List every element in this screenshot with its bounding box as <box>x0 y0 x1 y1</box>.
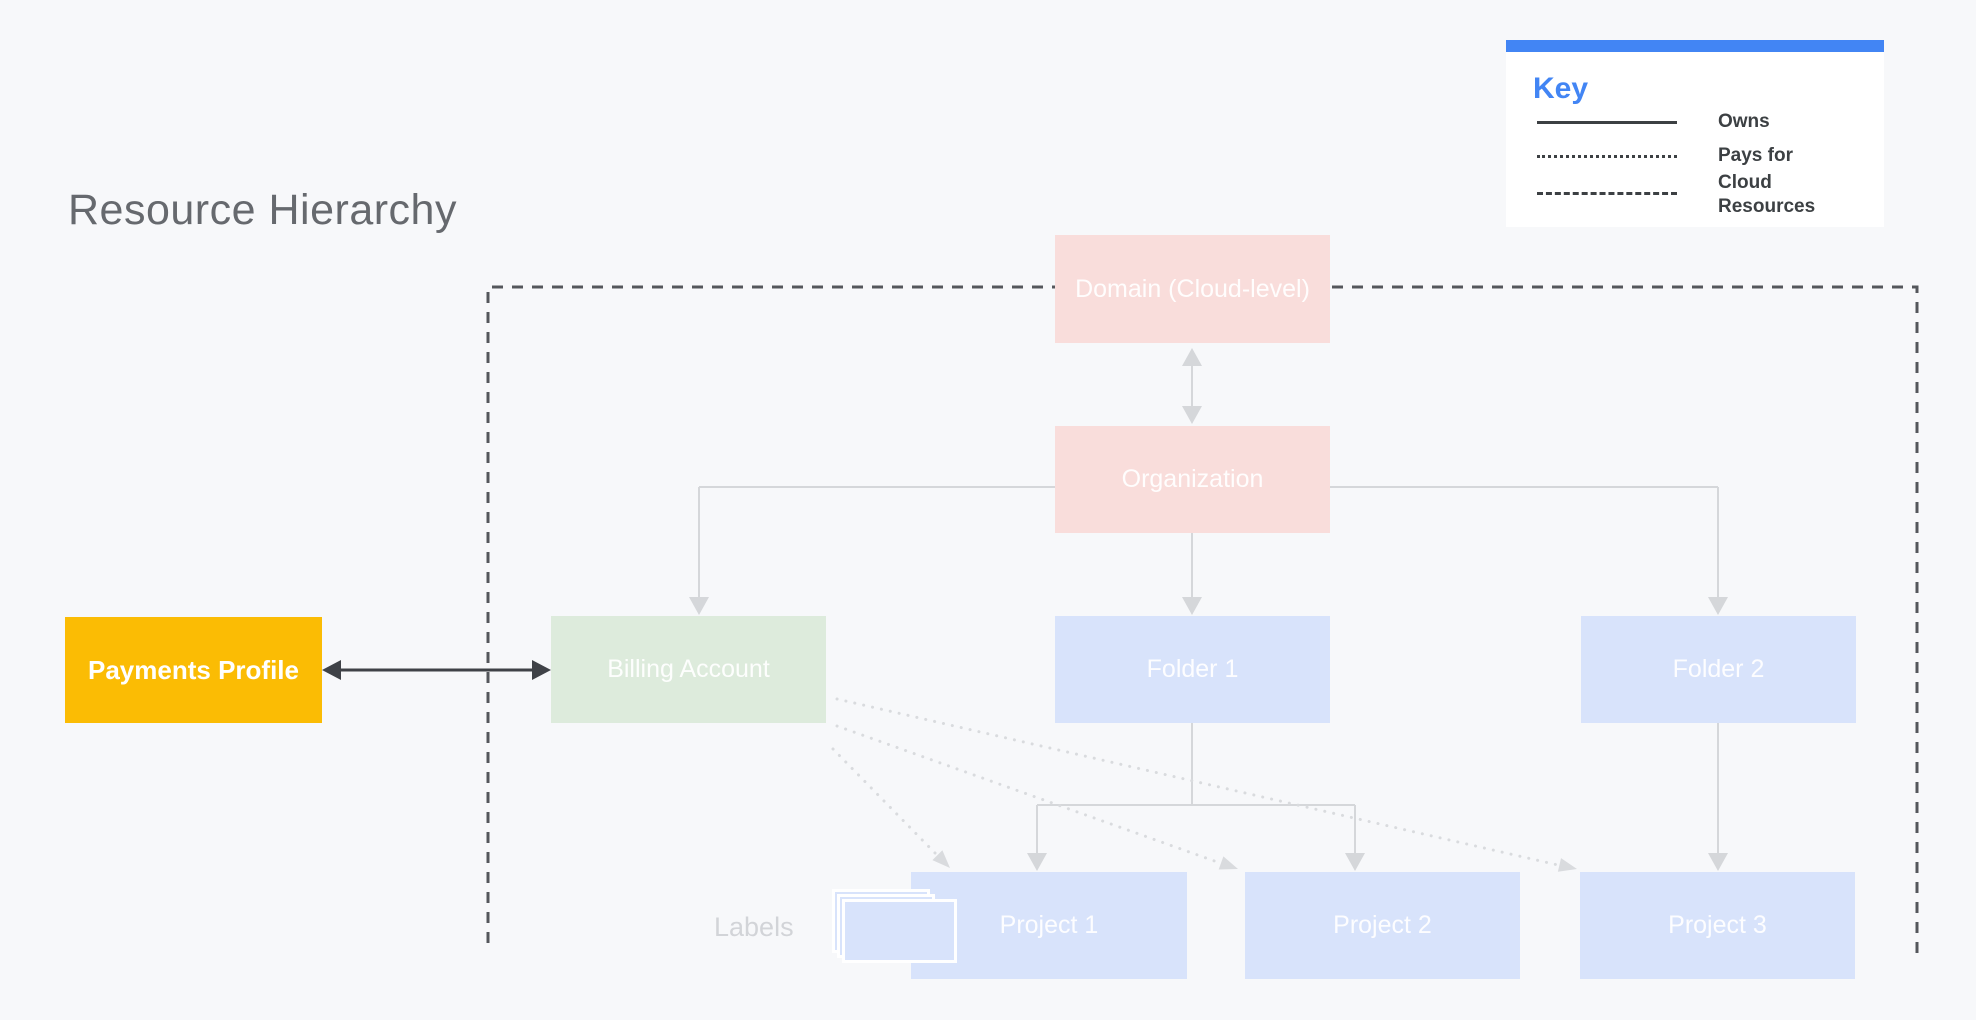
cloud-resources-line-sample <box>1537 192 1677 195</box>
legend-label-pays-for: Pays for <box>1718 145 1793 166</box>
node-project-3: Project 3 <box>1580 872 1855 979</box>
owns-line-sample <box>1537 121 1677 124</box>
legend-accent-bar <box>1506 40 1884 52</box>
legend-card: Key Owns Pays for Cloud Resources <box>1506 40 1884 227</box>
node-billing-account: Billing Account <box>551 616 826 723</box>
node-project-1: Project 1 <box>911 872 1187 979</box>
page-title: Resource Hierarchy <box>68 186 457 234</box>
node-folder-2: Folder 2 <box>1581 616 1856 723</box>
node-project-2: Project 2 <box>1245 872 1520 979</box>
domain-organization-arrow <box>1182 348 1202 424</box>
node-organization: Organization <box>1055 426 1330 533</box>
node-folder-1: Folder 1 <box>1055 616 1330 723</box>
legend-heading: Key <box>1533 72 1589 105</box>
labels-caption: Labels <box>714 912 794 942</box>
node-domain: Domain (Cloud-level) <box>1055 235 1330 343</box>
payments-billing-arrow <box>322 660 551 680</box>
labels-stack-icon <box>832 889 962 967</box>
hierarchy-owns-connectors <box>689 486 1728 871</box>
pays-for-line-sample <box>1537 155 1677 158</box>
legend-label-cloud-resources: Cloud Resources <box>1718 172 1816 217</box>
pays-for-links <box>831 697 1577 872</box>
node-payments-profile: Payments Profile <box>65 617 322 723</box>
stack-card-front <box>842 899 957 963</box>
legend-label-owns: Owns <box>1718 111 1770 132</box>
